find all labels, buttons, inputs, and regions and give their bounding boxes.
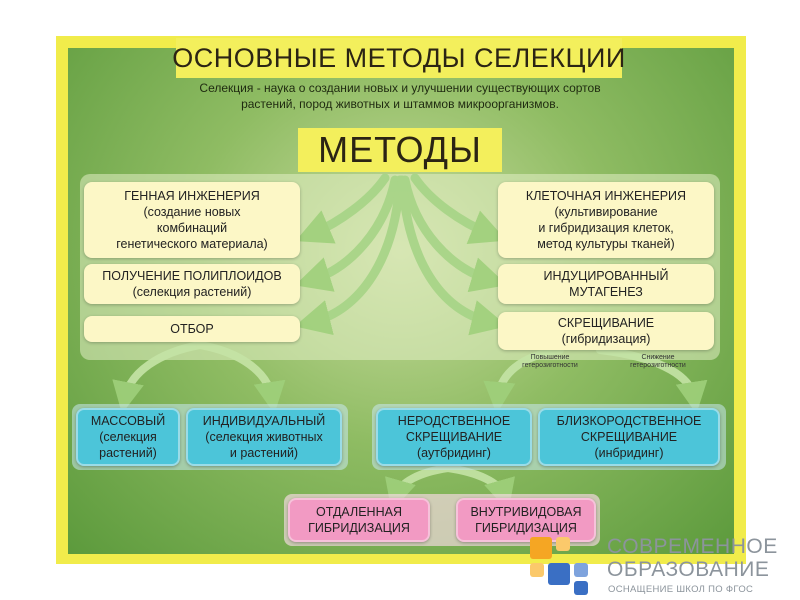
increase-heterozygosity-label: Повышение гетерозиготности (522, 354, 578, 369)
arrow-to-cell (410, 173, 507, 245)
logo-line-3: ОСНАЩЕНИЕ ШКОЛ ПО ФГОС (608, 584, 754, 595)
selection-individual: ИНДИВИДУАЛЬНЫЙ (селекция животных и раст… (186, 408, 342, 466)
arrow-to-individual (196, 341, 286, 414)
arrow-to-outbreeding (483, 346, 564, 414)
fan-arrows (294, 173, 508, 336)
method-polyploids: ПОЛУЧЕНИЕ ПОЛИПЛОИДОВ (селекция растений… (84, 264, 300, 304)
crossing-inbreeding: БЛИЗКОРОДСТВЕННОЕ СКРЕЩИВАНИЕ (инбридинг… (538, 408, 720, 466)
selection-mass: МАССОВЫЙ (селекция растений) (76, 408, 180, 466)
method-genetic-engineering-label: ГЕННАЯ ИНЖЕНЕРИЯ (создание новых комбина… (116, 189, 268, 251)
hybridization-intraspecific-label: ВНУТРИВИДОВАЯ ГИБРИДИЗАЦИЯ (470, 505, 582, 535)
logo-icon (530, 537, 588, 595)
hybridization-distant-label: ОТДАЛЕННАЯ ГИБРИДИЗАЦИЯ (308, 505, 410, 535)
method-cell-engineering: КЛЕТОЧНАЯ ИНЖЕНЕРИЯ (культивирование и г… (498, 182, 714, 258)
methods-banner: МЕТОДЫ (298, 128, 502, 172)
methods-heading: МЕТОДЫ (318, 129, 482, 170)
arrow-to-polyploids (294, 175, 400, 292)
method-cell-engineering-label: КЛЕТОЧНАЯ ИНЖЕНЕРИЯ (культивирование и г… (525, 189, 687, 251)
method-crossing: СКРЕЩИВАНИЕ (гибридизация) (498, 312, 714, 350)
logo-line-2: ОБРАЗОВАНИЕ (607, 558, 770, 581)
decrease-heterozygosity-label: Снижение гетерозиготности (630, 354, 686, 369)
title-banner: ОСНОВНЫЕ МЕТОДЫ СЕЛЕКЦИИ (172, 38, 625, 78)
crossing-inbreeding-label: БЛИЗКОРОДСТВЕННОЕ СКРЕЩИВАНИЕ (инбридинг… (556, 414, 702, 460)
intro-line-1: Селекция - наука о создании новых и улуч… (199, 81, 601, 95)
selection-mass-label: МАССОВЫЙ (селекция растений) (90, 414, 166, 460)
method-genetic-engineering: ГЕННАЯ ИНЖЕНЕРИЯ (создание новых комбина… (84, 182, 300, 258)
method-selection: ОТБОР (84, 316, 300, 342)
arrow-to-inbreeding (596, 346, 708, 414)
method-selection-label: ОТБОР (170, 322, 214, 336)
method-crossing-label: СКРЕЩИВАНИЕ (гибридизация) (557, 316, 655, 346)
intro-text: Селекция - наука о создании новых и улуч… (150, 80, 650, 112)
arrow-to-genetic (295, 173, 390, 244)
arrow-to-mass (112, 341, 204, 414)
arrow-to-intraspecific (444, 464, 515, 512)
hybridization-intraspecific: ВНУТРИВИДОВАЯ ГИБРИДИЗАЦИЯ (456, 498, 596, 542)
arrow-to-crossing (397, 175, 508, 336)
hybridization-distant: ОТДАЛЕННАЯ ГИБРИДИЗАЦИЯ (288, 498, 430, 542)
crossing-outbreeding-label: НЕРОДСТВЕННОЕ СКРЕЩИВАНИЕ (аутбридинг) (397, 414, 511, 460)
arrow-to-distant (385, 464, 452, 512)
arrow-to-mutagenesis (400, 175, 508, 293)
arrow-to-selection (294, 175, 405, 336)
method-mutagenesis: ИНДУЦИРОВАННЫЙ МУТАГЕНЕЗ (498, 264, 714, 304)
crossing-outbreeding: НЕРОДСТВЕННОЕ СКРЕЩИВАНИЕ (аутбридинг) (376, 408, 532, 466)
intro-line-2: растений, пород животных и штаммов микро… (241, 97, 559, 111)
logo-line-1: СОВРЕМЕННОЕ (607, 535, 778, 558)
page-title: ОСНОВНЫЕ МЕТОДЫ СЕЛЕКЦИИ (172, 42, 626, 73)
selection-individual-label: ИНДИВИДУАЛЬНЫЙ (селекция животных и раст… (202, 414, 326, 460)
method-mutagenesis-label: ИНДУЦИРОВАННЫЙ МУТАГЕНЕЗ (543, 269, 669, 299)
method-polyploids-label: ПОЛУЧЕНИЕ ПОЛИПЛОИДОВ (селекция растений… (102, 269, 282, 299)
